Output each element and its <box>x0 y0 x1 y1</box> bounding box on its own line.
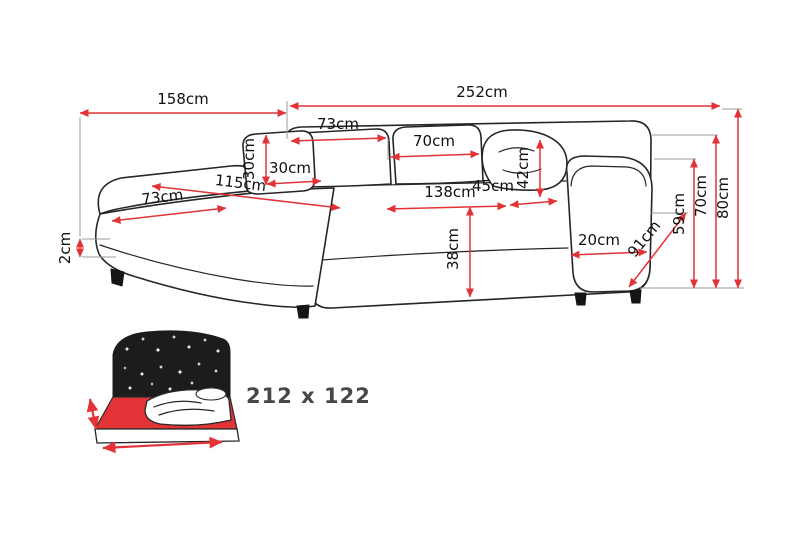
dim-seat-width: 138cm <box>386 183 507 213</box>
dim-label-2: 2cm <box>56 232 74 264</box>
bed-base <box>94 428 240 444</box>
headboard <box>112 330 231 398</box>
dim-label-45: 45cm <box>472 177 514 195</box>
seat-front-edge <box>307 247 569 262</box>
dim-seat-height: 38cm <box>444 206 474 298</box>
dim-label-138: 138cm <box>424 183 476 201</box>
dim-label-73-top: 73cm <box>317 115 359 133</box>
dim-label-70-right: 70cm <box>692 175 710 217</box>
dim-seat-front-depth: 45cm <box>472 177 558 209</box>
dim-label-158: 158cm <box>157 90 209 108</box>
blanket-fold-lines <box>153 400 215 416</box>
dim-label-70-seat: 70cm <box>413 132 455 150</box>
sofa-leg <box>110 268 125 287</box>
dim-chaise-length: 115cm <box>151 171 341 211</box>
mattress-length-arrow <box>102 436 223 454</box>
dim-label-30-vertical: 30cm <box>240 138 258 180</box>
sleeping-area-size: 212 x 122 <box>246 384 371 408</box>
mattress-width-arrow <box>86 398 100 430</box>
dim-overall-length: 252cm <box>289 83 721 110</box>
sleeping-function-icon: 212 x 122 <box>86 330 371 454</box>
dim-label-73-chaise: 73cm <box>140 186 184 209</box>
sofa-leg <box>629 289 642 304</box>
dim-leg-height: 2cm <box>56 232 84 264</box>
right-armrest <box>565 155 653 293</box>
dim-label-38: 38cm <box>444 228 462 270</box>
dim-label-59: 59cm <box>670 193 688 235</box>
dim-label-20: 20cm <box>578 231 620 249</box>
dim-pillow-height: 30cm <box>240 134 270 186</box>
sofa-leg <box>296 304 310 319</box>
chaise-front-edge <box>99 244 314 287</box>
dim-back-section-width: 73cm <box>290 115 387 145</box>
bed-pillow <box>195 387 227 401</box>
dim-back-cushion-width: 70cm <box>390 132 480 161</box>
dim-chaise-side-width: 158cm <box>79 90 287 117</box>
dim-label-42: 42cm <box>514 147 532 189</box>
extension-lines <box>79 101 744 289</box>
dim-label-252: 252cm <box>456 83 508 101</box>
dim-backrest-height: 70cm <box>692 134 720 289</box>
dim-label-30-horizontal: 30cm <box>269 159 311 177</box>
sofa-drawing <box>94 120 653 319</box>
dim-chaise-width: 73cm <box>111 186 227 225</box>
dim-armrest-height: 59cm <box>670 158 698 289</box>
sofa-leg <box>574 292 587 306</box>
right-armrest-top-contour <box>570 165 647 187</box>
dim-back-cushion-height: 42cm <box>514 139 544 198</box>
dim-total-height: 80cm <box>714 108 742 289</box>
dim-label-80: 80cm <box>714 177 732 219</box>
